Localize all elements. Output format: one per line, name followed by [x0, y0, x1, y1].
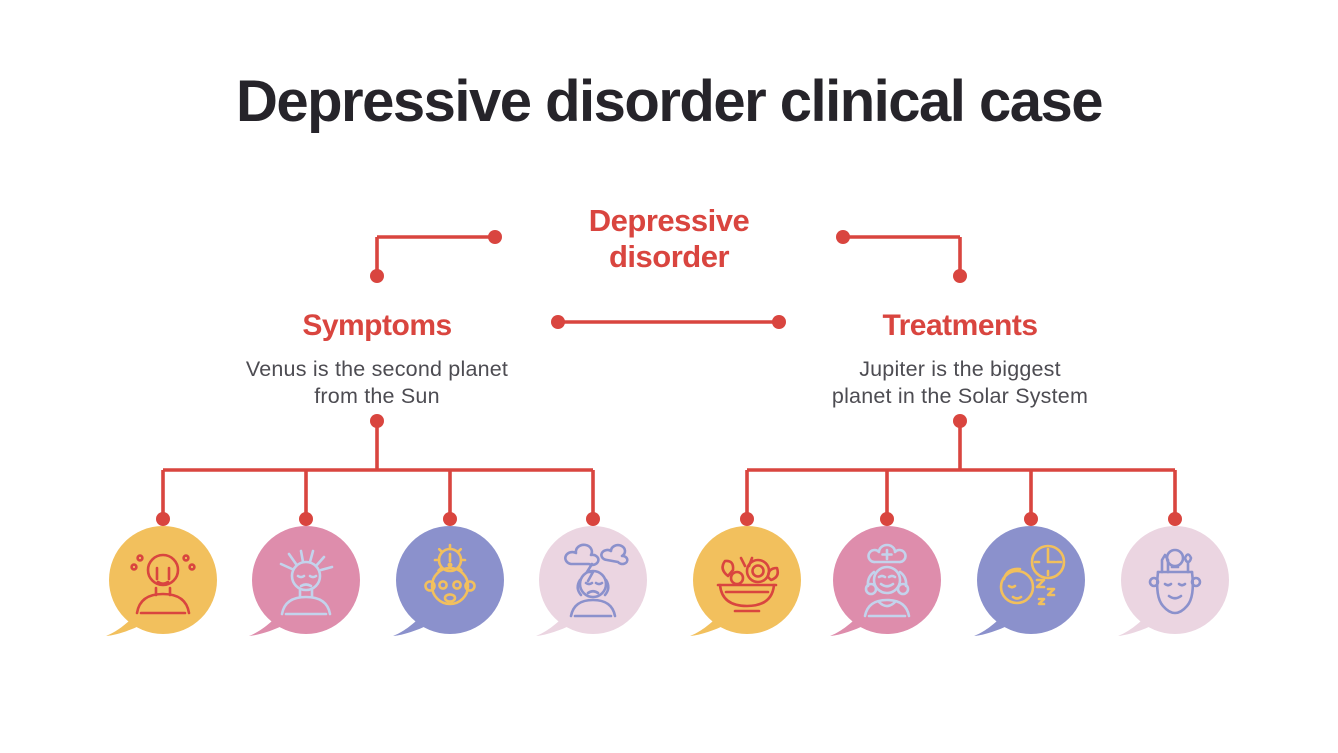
treatments-branch-description: Jupiter is the biggest planet in the Sol… — [780, 356, 1140, 410]
speech-bubble-shape — [536, 526, 647, 636]
speech-bubble-shape — [249, 526, 360, 636]
connector-root-to-symptoms — [370, 230, 502, 283]
frazzled-hair-person-icon — [279, 549, 334, 616]
crying-person-icon — [130, 553, 196, 615]
bubble-sleep-schedule — [971, 522, 1091, 642]
bubble-therapist-woman — [827, 522, 947, 642]
speech-bubble-shape — [1118, 526, 1229, 636]
speech-bubble-shape — [830, 526, 941, 636]
symptoms-branch-label: Symptoms — [302, 309, 452, 342]
root-node-label-line1: Depressive — [588, 203, 750, 238]
symptoms-description-line2: from the Sun — [314, 384, 440, 408]
connector-root-to-treatments — [836, 230, 967, 283]
speech-bubble-shape — [393, 526, 504, 636]
treatments-tree-connector — [740, 414, 1182, 526]
symptoms-branch-description: Venus is the second planet from the Sun — [197, 356, 557, 410]
bubble-storm-cloud-person — [533, 522, 653, 642]
healthy-food-bowl-icon — [716, 556, 780, 613]
gear-head-person-icon — [424, 543, 476, 606]
treatments-description-line2: planet in the Solar System — [831, 384, 1089, 408]
speech-bubble-shape — [106, 526, 217, 636]
bubble-crying-person — [103, 522, 223, 642]
speech-bubble-shape — [690, 526, 801, 636]
bubble-gear-head-person — [390, 522, 510, 642]
symptoms-description-line1: Venus is the second planet — [245, 357, 509, 381]
page-title: Depressive disorder clinical case — [235, 69, 1104, 134]
bubble-creative-mind — [1115, 522, 1235, 642]
treatments-branch-label: Treatments — [882, 309, 1038, 342]
storm-cloud-person-icon — [564, 543, 629, 618]
sleep-schedule-icon — [999, 544, 1066, 606]
root-node-label: Depressive disorder — [519, 203, 819, 275]
connector-symptoms-treatments — [551, 315, 786, 329]
symptoms-tree-connector — [156, 414, 600, 526]
root-node-label-line2: disorder — [608, 239, 730, 274]
therapist-woman-icon — [863, 543, 911, 618]
creative-mind-icon — [1148, 548, 1202, 615]
bubble-frazzled-person — [246, 522, 366, 642]
speech-bubble-shape — [974, 526, 1085, 636]
treatments-description-line1: Jupiter is the biggest — [859, 357, 1061, 381]
bubble-healthy-food-bowl — [687, 522, 807, 642]
